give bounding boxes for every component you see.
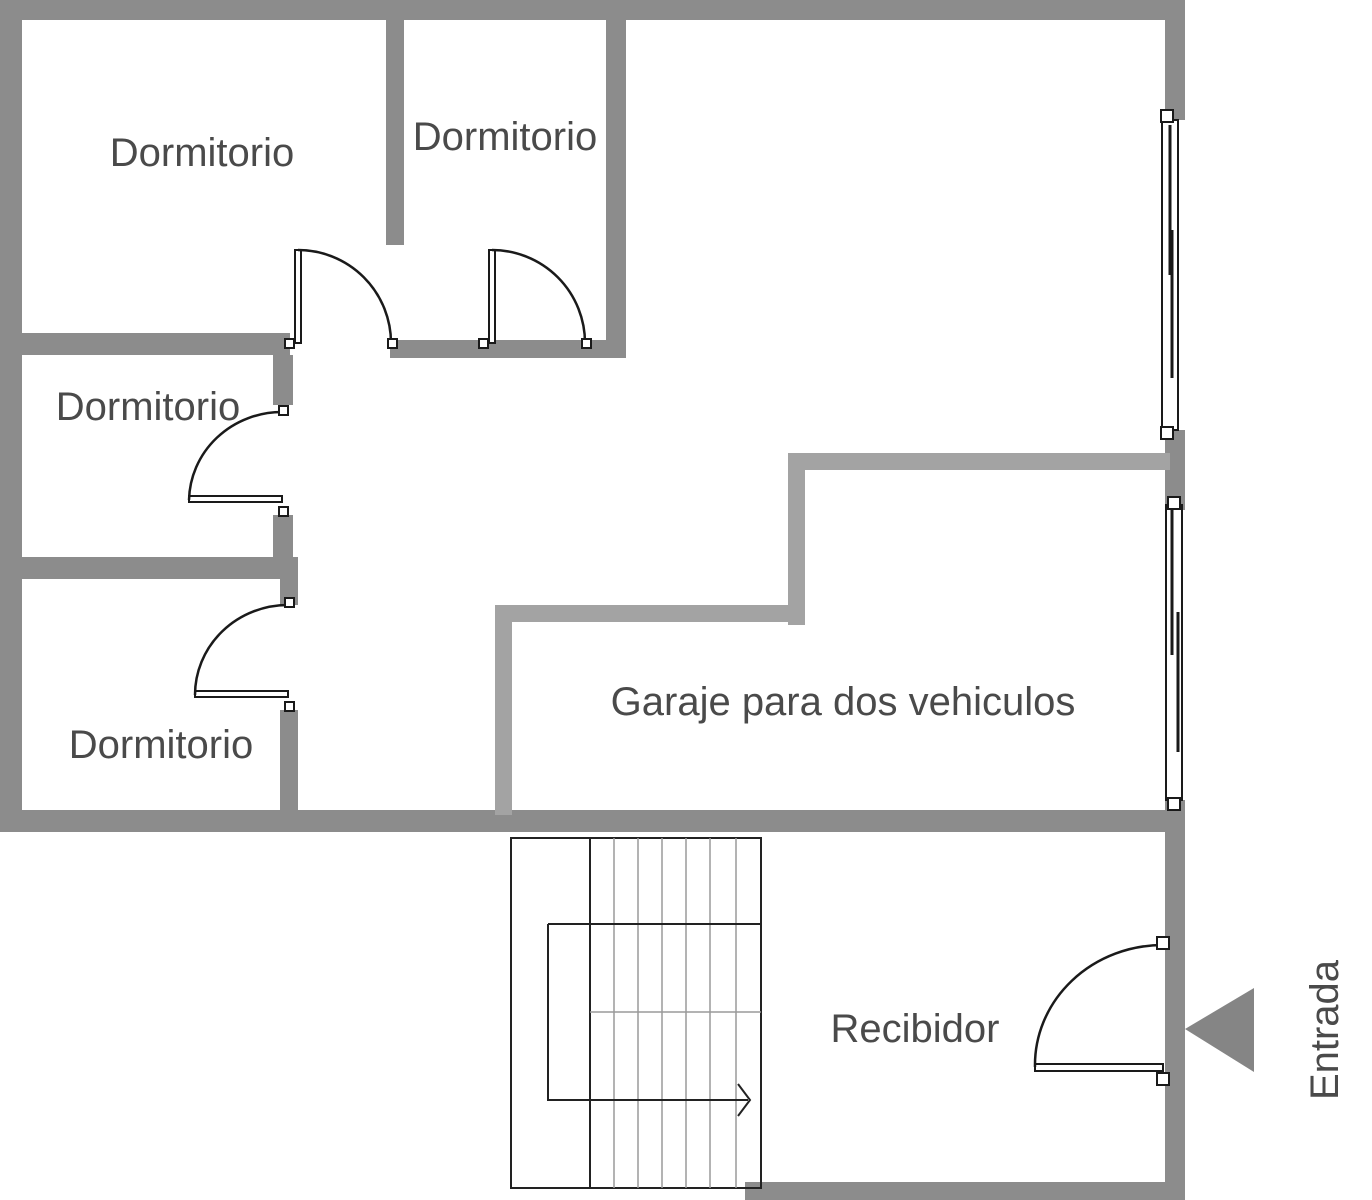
room-label-recibidor: Recibidor: [831, 1007, 1000, 1051]
wall-bottom: [745, 1182, 1185, 1200]
garage-wall-mid: [495, 605, 805, 622]
room-label-dormitorio-4: Dormitorio: [69, 723, 253, 767]
wall-left-upper: [0, 0, 22, 358]
wall-bed1-bottom-left: [0, 333, 290, 355]
room-label-dormitorio-1: Dormitorio: [110, 131, 294, 175]
windows: [1160, 109, 1183, 811]
door-entrance: [1033, 936, 1170, 1086]
wall-bed3-bed4: [0, 557, 298, 579]
wall-bed2-bottom: [390, 340, 626, 358]
wall-bed3-right-top: [273, 355, 293, 405]
wall-left-mid: [0, 335, 22, 580]
door-bedroom-3: [187, 405, 289, 517]
wall-top: [0, 0, 1185, 20]
room-label-dormitorio-3: Dormitorio: [56, 385, 240, 429]
wall-right-lower: [1165, 800, 1185, 1200]
window-garage: [1165, 504, 1183, 801]
interior-walls: [0, 0, 626, 815]
triangle-arrow-icon: [1185, 988, 1254, 1072]
garage-walls: [495, 453, 1170, 815]
wall-bed3-right-bottom: [273, 515, 293, 565]
door-bedroom-4: [193, 597, 295, 712]
door-bedroom-2: [478, 248, 592, 349]
garage-wall-step: [788, 453, 805, 625]
wall-bed4-right-bottom: [280, 710, 298, 815]
door-bedroom-1: [284, 248, 398, 349]
staircase: [510, 837, 762, 1189]
wall-bed2-right: [606, 0, 626, 358]
room-label-garaje: Garaje para dos vehiculos: [611, 680, 1076, 724]
wall-bed1-bed2: [386, 0, 404, 245]
room-label-dormitorio-2: Dormitorio: [413, 115, 597, 159]
wall-right-top: [1165, 0, 1185, 120]
wall-left-lower: [0, 560, 22, 830]
wall-right-mid: [1165, 430, 1185, 510]
exterior-walls: [0, 0, 1185, 1200]
garage-wall-left: [495, 605, 512, 815]
entrance-label: Entrada: [1303, 959, 1347, 1100]
wall-middle-horizontal: [0, 810, 1185, 832]
garage-wall-top: [788, 453, 1170, 470]
